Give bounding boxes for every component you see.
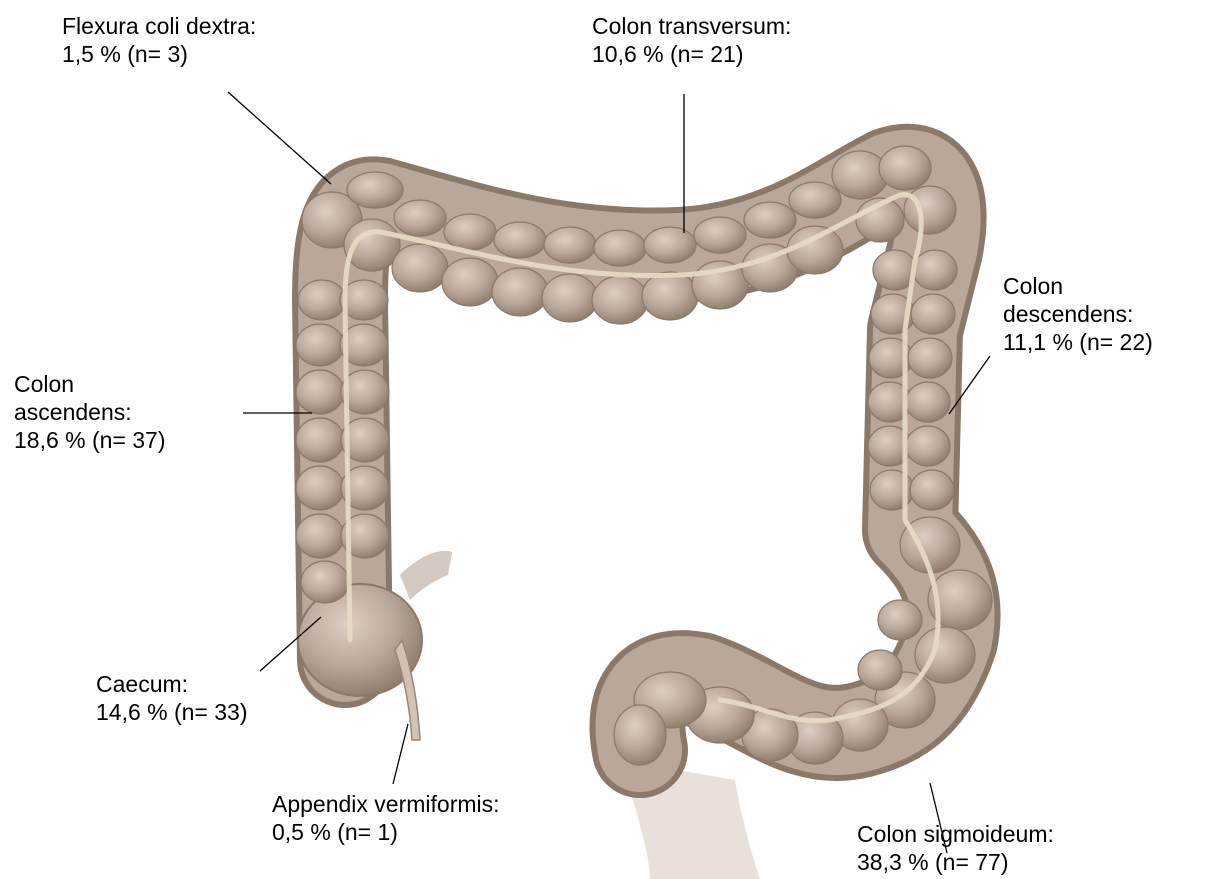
label-transversum-value: 10,6 % (n= 21) xyxy=(592,40,791,68)
label-colon-sigmoideum: Colon sigmoideum: 38,3 % (n= 77) xyxy=(857,820,1054,876)
label-descendens-name-line1: Colon xyxy=(1003,272,1153,300)
leader-line-flexura xyxy=(228,92,331,184)
label-ascendens-name-line2: ascendens: xyxy=(14,398,166,426)
label-colon-transversum: Colon transversum: 10,6 % (n= 21) xyxy=(592,12,791,68)
label-descendens-name-line2: descendens: xyxy=(1003,300,1153,328)
label-colon-descendens: Colon descendens: 11,1 % (n= 22) xyxy=(1003,272,1153,356)
label-sigmoideum-value: 38,3 % (n= 77) xyxy=(857,848,1054,876)
label-appendix-name: Appendix vermiformis: xyxy=(272,790,500,818)
ileum-stub xyxy=(400,551,452,600)
label-caecum: Caecum: 14,6 % (n= 33) xyxy=(96,670,248,726)
label-flexura-value: 1,5 % (n= 3) xyxy=(62,40,256,68)
label-colon-ascendens: Colon ascendens: 18,6 % (n= 37) xyxy=(14,370,166,454)
label-flexura-coli-dextra: Flexura coli dextra: 1,5 % (n= 3) xyxy=(62,12,256,68)
label-caecum-name: Caecum: xyxy=(96,670,248,698)
leader-line-appendix xyxy=(393,724,408,784)
label-appendix-value: 0,5 % (n= 1) xyxy=(272,818,500,846)
label-ascendens-name-line1: Colon xyxy=(14,370,166,398)
label-flexura-name: Flexura coli dextra: xyxy=(62,12,256,40)
label-caecum-value: 14,6 % (n= 33) xyxy=(96,698,248,726)
label-appendix-vermiformis: Appendix vermiformis: 0,5 % (n= 1) xyxy=(272,790,500,846)
label-descendens-value: 11,1 % (n= 22) xyxy=(1003,328,1153,356)
label-transversum-name: Colon transversum: xyxy=(592,12,791,40)
label-sigmoideum-name: Colon sigmoideum: xyxy=(857,820,1054,848)
label-ascendens-value: 18,6 % (n= 37) xyxy=(14,426,166,454)
